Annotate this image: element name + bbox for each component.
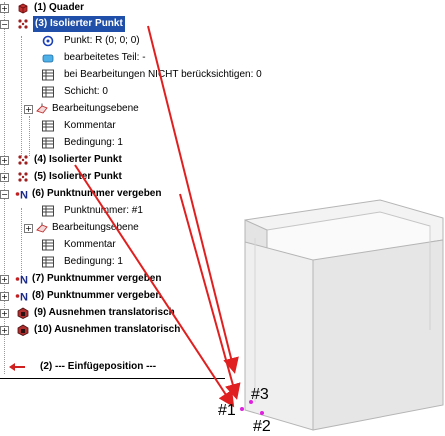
plane-icon — [36, 222, 48, 233]
tree-item-label: Bearbeitungsebene — [52, 103, 139, 114]
expand-toggle[interactable]: + — [0, 173, 9, 182]
property-label: Schicht: 0 — [64, 86, 108, 97]
plane-icon — [36, 103, 48, 114]
expand-toggle[interactable]: + — [0, 309, 9, 318]
extrude-cut-icon — [17, 324, 29, 336]
expand-toggle[interactable]: + — [0, 326, 9, 335]
tree-item-label: (6) Punktnummer vergeben — [32, 188, 162, 199]
tree-item-label: (10) Ausnehmen translatorisch — [34, 324, 181, 335]
point-number-icon: N — [15, 292, 28, 304]
svg-text:N: N — [20, 275, 28, 287]
feature-tree: + (1) Quader − (3) Isolierter Punkt Punk… — [0, 0, 262, 379]
expand-toggle[interactable]: + — [0, 275, 9, 284]
property-table-icon — [42, 205, 54, 217]
target-point-icon — [42, 35, 54, 47]
property-label: Punkt: R (0; 0; 0) — [64, 35, 140, 46]
tree-item-label: (9) Ausnehmen translatorisch — [34, 307, 175, 318]
isolated-point-icon — [18, 155, 28, 165]
property-table-icon — [42, 137, 54, 149]
point-label-1: #1 — [218, 402, 236, 419]
isolated-point-icon — [18, 172, 28, 182]
tree-item-label: (1) Quader — [34, 2, 85, 13]
isolated-point-icon — [18, 19, 28, 29]
property-label: bearbeitetes Teil: - — [64, 52, 146, 63]
point-number-icon: N — [15, 275, 28, 287]
tree-item-label: Bearbeitungsebene — [52, 222, 139, 233]
collapse-toggle[interactable]: − — [0, 20, 9, 29]
extrude-cut-icon — [17, 307, 29, 319]
insert-position-arrow-icon — [9, 363, 25, 371]
part-icon — [42, 54, 54, 63]
point-label-3: #3 — [251, 386, 269, 403]
svg-text:N: N — [20, 190, 28, 202]
viewport-3d[interactable] — [225, 180, 445, 435]
property-table-icon — [42, 69, 54, 81]
property-table-icon — [42, 86, 54, 98]
expand-toggle[interactable]: + — [24, 105, 33, 114]
tree-item-label: (5) Isolierter Punkt — [34, 171, 122, 182]
point-marker-2 — [260, 411, 264, 415]
arrow-to-point-3 — [147, 25, 239, 374]
tree-item-label: (2) --- Einfügeposition --- — [40, 361, 157, 372]
expand-toggle[interactable]: + — [0, 156, 9, 165]
property-table-icon — [42, 256, 54, 268]
collapse-toggle[interactable]: − — [0, 190, 9, 199]
tree-item-label: (8) Punktnummer vergeben — [32, 290, 162, 301]
point-marker-1 — [240, 407, 244, 411]
property-label: Kommentar — [64, 120, 116, 131]
box-model — [244, 199, 444, 431]
tree-item-label: (7) Punktnummer vergeben — [32, 273, 162, 284]
property-table-icon — [42, 120, 54, 132]
arrow-to-point-1 — [74, 164, 235, 408]
point-marker-3 — [249, 400, 253, 404]
tree-item-label: (4) Isolierter Punkt — [34, 154, 122, 165]
property-label: Bedingung: 1 — [64, 256, 123, 267]
expand-toggle[interactable]: + — [0, 292, 9, 301]
property-label: Bedingung: 1 — [64, 137, 123, 148]
svg-text:N: N — [20, 292, 28, 304]
point-number-icon: N — [15, 190, 28, 202]
arrow-punktnummer — [179, 193, 241, 400]
point-label-2: #2 — [253, 418, 271, 435]
tree-item-label: (3) Isolierter Punkt — [33, 16, 125, 32]
property-label: Punktnummer: #1 — [64, 205, 143, 216]
expand-toggle[interactable]: + — [24, 224, 33, 233]
quader-icon — [18, 3, 28, 14]
property-table-icon — [42, 239, 54, 251]
property-label: bei Bearbeitungen NICHT berücksichtigen:… — [64, 69, 262, 80]
expand-toggle[interactable]: + — [0, 4, 9, 13]
tree-bottom-border — [0, 378, 225, 379]
property-label: Kommentar — [64, 239, 116, 250]
